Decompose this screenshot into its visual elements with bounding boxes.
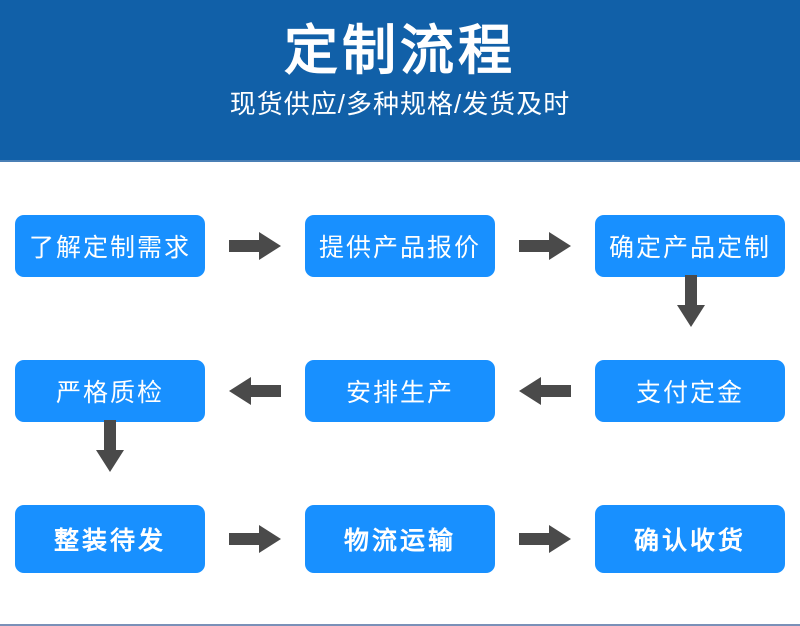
flow-node-label: 物流运输 [343, 527, 456, 555]
arrow-down-icon [676, 275, 706, 327]
flow-node-cell-1: 了解定制需求 [15, 215, 205, 277]
flow-connector-cell-r3-a [205, 505, 305, 573]
arrow-right-icon [519, 524, 571, 554]
flow-node-cell-6: 严格质检 [15, 360, 205, 422]
flow-node-cell-3: 确定产品定制 [595, 215, 785, 277]
flow-node-label: 整装待发 [53, 527, 166, 555]
flow-node-logistics-transport[interactable]: 物流运输 [305, 505, 495, 573]
arrow-right-icon [229, 231, 281, 261]
flow-node-label: 支付定金 [635, 379, 744, 407]
arrow-left-icon [519, 376, 571, 406]
flow-row-3: 整装待发 物流运输 确认收货 [0, 505, 800, 573]
flow-node-label: 提供产品报价 [318, 234, 481, 262]
flow-node-confirm-receipt[interactable]: 确认收货 [595, 505, 785, 573]
flow-node-understand-requirements[interactable]: 了解定制需求 [15, 215, 205, 277]
flow-node-label: 确定产品定制 [608, 234, 771, 262]
flow-node-label: 安排生产 [345, 379, 454, 407]
arrow-down-icon [95, 420, 125, 472]
flow-connector-cell-r1-a [205, 215, 305, 277]
flow-node-cell-8: 物流运输 [305, 505, 495, 573]
flow-node-cell-7: 整装待发 [15, 505, 205, 573]
page-title: 定制流程 [284, 21, 516, 81]
flow-connector-cell-r2-a [205, 360, 305, 422]
flow-node-label: 了解定制需求 [28, 234, 191, 262]
flow-node-pay-deposit[interactable]: 支付定金 [595, 360, 785, 422]
flow-row-2: 严格质检 安排生产 支付定金 [0, 360, 800, 422]
header-banner: 定制流程 现货供应/多种规格/发货及时 [0, 0, 800, 162]
flow-node-ready-for-shipment[interactable]: 整装待发 [15, 505, 205, 573]
flow-node-label: 确认收货 [633, 527, 746, 555]
flow-connector-cell-r2-b [495, 360, 595, 422]
page-subtitle: 现货供应/多种规格/发货及时 [229, 89, 571, 120]
arrow-right-icon [519, 231, 571, 261]
bottom-divider [0, 624, 800, 626]
flow-row-1: 了解定制需求 提供产品报价 确定产品定制 [0, 215, 800, 277]
flow-node-provide-quotation[interactable]: 提供产品报价 [305, 215, 495, 277]
arrow-left-icon [229, 376, 281, 406]
flow-node-cell-2: 提供产品报价 [305, 215, 495, 277]
flow-connector-cell-r3-b [495, 505, 595, 573]
flow-node-confirm-customization[interactable]: 确定产品定制 [595, 215, 785, 277]
flow-node-arrange-production[interactable]: 安排生产 [305, 360, 495, 422]
flow-node-strict-quality-inspection[interactable]: 严格质检 [15, 360, 205, 422]
flow-connector-cell-r1-b [495, 215, 595, 277]
flow-node-cell-4: 支付定金 [595, 360, 785, 422]
flow-node-cell-5: 安排生产 [305, 360, 495, 422]
flow-node-cell-9: 确认收货 [595, 505, 785, 573]
flow-node-label: 严格质检 [55, 379, 164, 407]
arrow-right-icon [229, 524, 281, 554]
process-flow-diagram: 了解定制需求 提供产品报价 确定产品定制 [0, 162, 800, 616]
